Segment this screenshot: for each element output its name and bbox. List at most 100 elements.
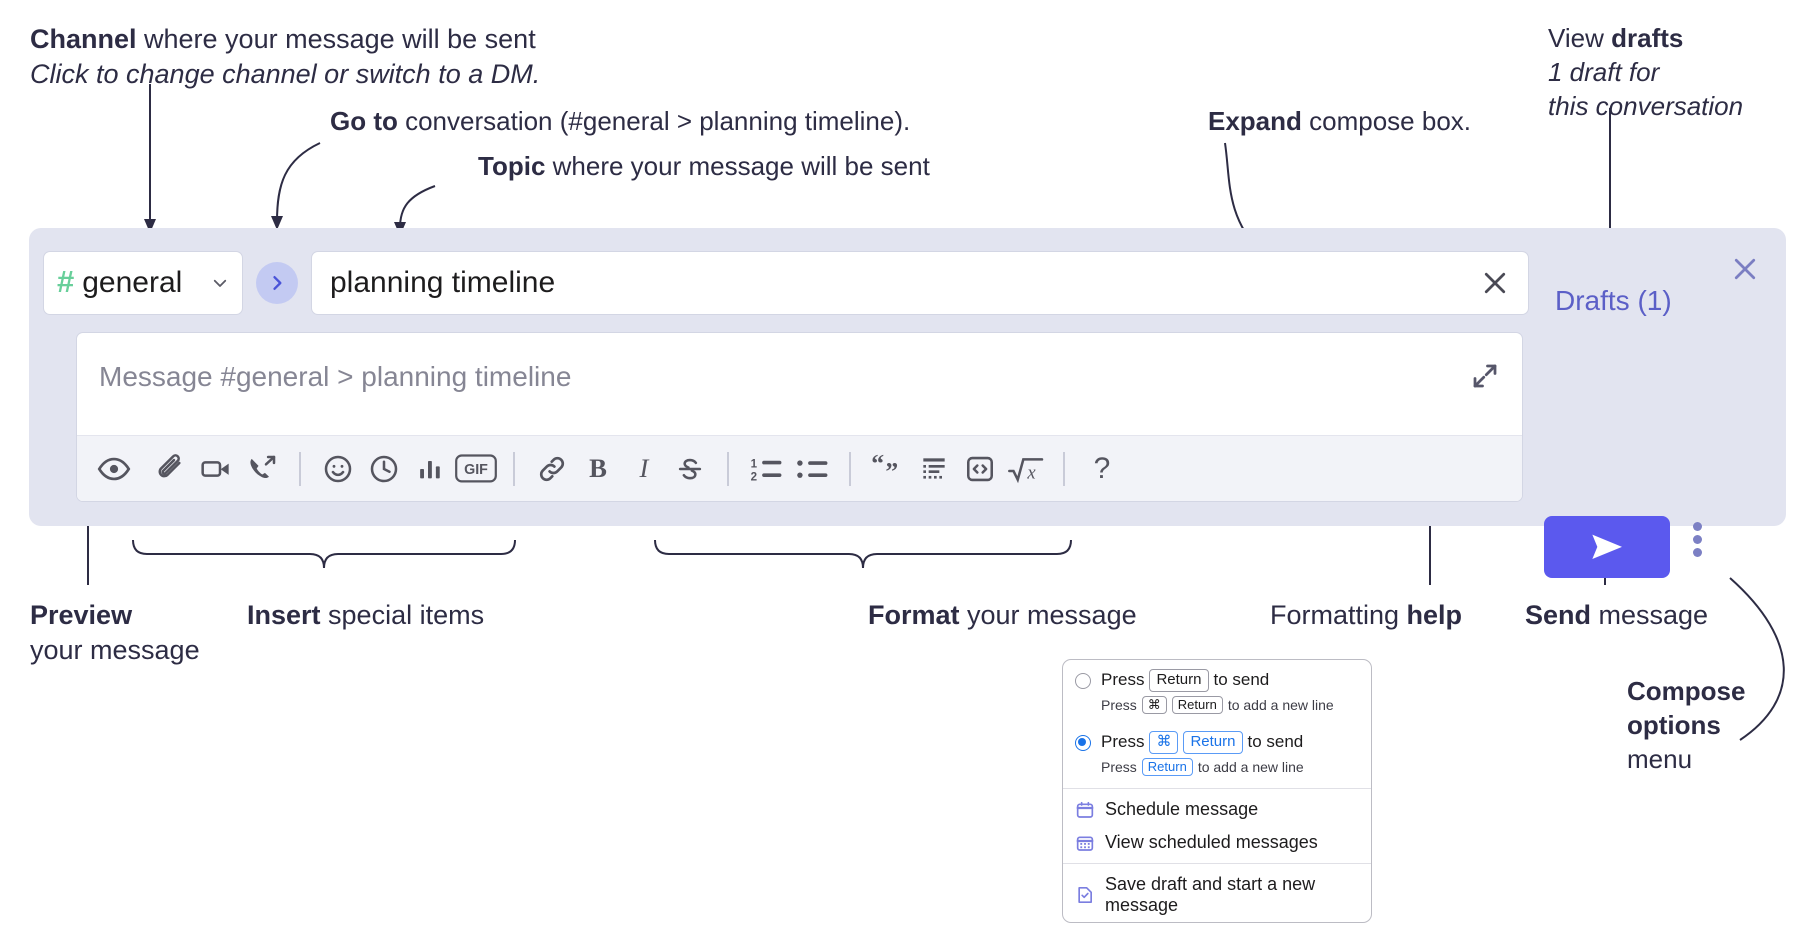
annotation-insert-bold: Insert — [247, 600, 321, 630]
italic-icon[interactable]: I — [621, 446, 667, 492]
annotation-drafts: View drafts 1 draft for this conversatio… — [1548, 22, 1743, 123]
menu-option-pre: Press — [1101, 732, 1145, 752]
annotation-channel-rest: where your message will be sent — [136, 24, 536, 54]
annotation-drafts-bold: drafts — [1611, 23, 1684, 53]
compose-options-menu: Press Return to send Press ⌘ Return to a… — [1062, 659, 1372, 923]
menu-item-label: Schedule message — [1105, 799, 1259, 819]
calendar-grid-icon — [1075, 833, 1095, 853]
radio-button-selected[interactable] — [1075, 735, 1091, 751]
attachment-icon[interactable] — [147, 446, 193, 492]
menu-option-sub: Press ⌘ Return to add a new line — [1063, 692, 1371, 722]
annotation-channel-bold: Channel — [30, 24, 137, 54]
svg-text:2: 2 — [751, 471, 757, 483]
blockquote-icon[interactable]: “” — [865, 446, 911, 492]
chevron-down-icon — [211, 274, 229, 292]
annotation-preview-rest: your message — [30, 635, 200, 666]
radio-button[interactable] — [1075, 673, 1091, 689]
poll-icon[interactable] — [407, 446, 453, 492]
toolbar-separator — [299, 451, 301, 486]
menu-item-save-draft[interactable]: Save draft and start a new message — [1063, 868, 1371, 922]
annotation-format-bold: Format — [868, 600, 960, 630]
annotation-send-bold: Send — [1525, 600, 1592, 630]
inline-code-icon[interactable] — [957, 446, 1003, 492]
menu-item-view-scheduled-messages[interactable]: View scheduled messages — [1063, 826, 1371, 859]
code-block-icon[interactable] — [911, 446, 957, 492]
svg-text:“: “ — [871, 453, 884, 478]
svg-text:x: x — [1026, 462, 1036, 483]
toolbar-separator — [513, 451, 515, 486]
strikethrough-icon[interactable] — [667, 446, 713, 492]
annotation-channel-italic: Click to change channel or switch to a D… — [30, 59, 541, 90]
clock-icon[interactable] — [361, 446, 407, 492]
menu-sub-post: to add a new line — [1227, 696, 1334, 713]
annotation-channel: Channel where your message will be sent … — [30, 22, 540, 92]
compose-panel: # general planning timeline Message #gen… — [29, 228, 1786, 578]
svg-text:B: B — [589, 453, 607, 483]
key-chip-return: Return — [1141, 757, 1193, 776]
menu-option-cmd-return-to-send[interactable]: Press ⌘ Return to send — [1063, 722, 1371, 754]
drafts-link[interactable]: Drafts (1) — [1555, 285, 1672, 316]
menu-option-main: Press ⌘ Return to send — [1101, 731, 1303, 754]
annotation-expand-bold: Expand — [1208, 106, 1302, 136]
menu-divider — [1063, 788, 1371, 789]
menu-divider — [1063, 863, 1371, 864]
save-draft-icon — [1075, 885, 1095, 905]
annotation-help-lead: Formatting — [1270, 600, 1407, 630]
topic-input[interactable]: planning timeline — [311, 251, 1529, 315]
annotation-help-bold: help — [1406, 600, 1463, 630]
annotation-topic-rest: where your message will be sent — [545, 151, 930, 181]
audio-clip-icon[interactable] — [239, 446, 285, 492]
message-placeholder: Message #general > planning timeline — [99, 361, 572, 392]
link-icon[interactable] — [529, 446, 575, 492]
channel-selector[interactable]: # general — [43, 251, 243, 315]
menu-option-sub: Press Return to add a new line — [1063, 754, 1371, 784]
annotation-goto: Go to conversation (#general > planning … — [330, 105, 910, 139]
annotation-preview: Preview your message — [30, 598, 200, 668]
toolbar-separator — [849, 451, 851, 486]
menu-sub-post: to add a new line — [1197, 758, 1304, 775]
gif-icon[interactable]: GIF — [453, 446, 499, 492]
menu-sub-pre: Press — [1101, 696, 1137, 713]
preview-icon[interactable] — [91, 446, 137, 492]
menu-item-label: View scheduled messages — [1105, 832, 1318, 852]
annotation-send-rest: message — [1591, 600, 1709, 630]
compose-inner: # general planning timeline Message #gen… — [29, 228, 1543, 526]
topic-value: planning timeline — [330, 266, 556, 299]
send-button[interactable] — [1544, 516, 1670, 578]
menu-option-post: to send — [1247, 732, 1304, 752]
toolbar-separator — [727, 451, 729, 486]
bold-icon[interactable]: B — [575, 446, 621, 492]
key-chip-return: Return — [1183, 731, 1243, 754]
help-icon[interactable]: ? — [1079, 446, 1125, 492]
menu-option-main: Press Return to send — [1101, 669, 1269, 692]
emoji-icon[interactable] — [315, 446, 361, 492]
menu-option-post: to send — [1213, 670, 1270, 690]
svg-text:”: ” — [885, 456, 898, 485]
menu-item-schedule-message[interactable]: Schedule message — [1063, 793, 1371, 826]
help-label: ? — [1093, 451, 1111, 485]
key-chip-return: Return — [1171, 695, 1223, 714]
menu-option-return-to-send[interactable]: Press Return to send — [1063, 660, 1371, 692]
annotation-expand: Expand compose box. — [1208, 105, 1471, 139]
message-input-box[interactable]: Message #general > planning timeline — [76, 332, 1523, 502]
close-panel-button[interactable] — [1730, 254, 1760, 284]
video-clip-icon[interactable] — [193, 446, 239, 492]
svg-text:1: 1 — [751, 458, 758, 470]
channel-name: general — [82, 266, 183, 299]
bulleted-list-icon[interactable] — [789, 446, 835, 492]
svg-text:GIF: GIF — [464, 462, 488, 478]
kebab-menu-icon[interactable] — [1693, 518, 1703, 561]
expand-icon[interactable] — [1470, 361, 1500, 391]
goto-conversation-button[interactable] — [256, 262, 298, 304]
annotation-preview-bold: Preview — [30, 600, 133, 630]
menu-sub-pre: Press — [1101, 758, 1137, 775]
annotation-help: Formatting help — [1270, 598, 1462, 633]
annotation-compose-options-bold-1: Compose — [1627, 676, 1746, 706]
close-icon[interactable] — [1480, 268, 1510, 298]
math-icon[interactable]: x — [1003, 446, 1049, 492]
annotation-goto-rest: conversation (#general > planning timeli… — [397, 106, 911, 136]
toolbar-separator — [1063, 451, 1065, 486]
annotation-send: Send message — [1525, 598, 1708, 633]
annotation-drafts-italic-1: 1 draft for — [1548, 56, 1660, 87]
